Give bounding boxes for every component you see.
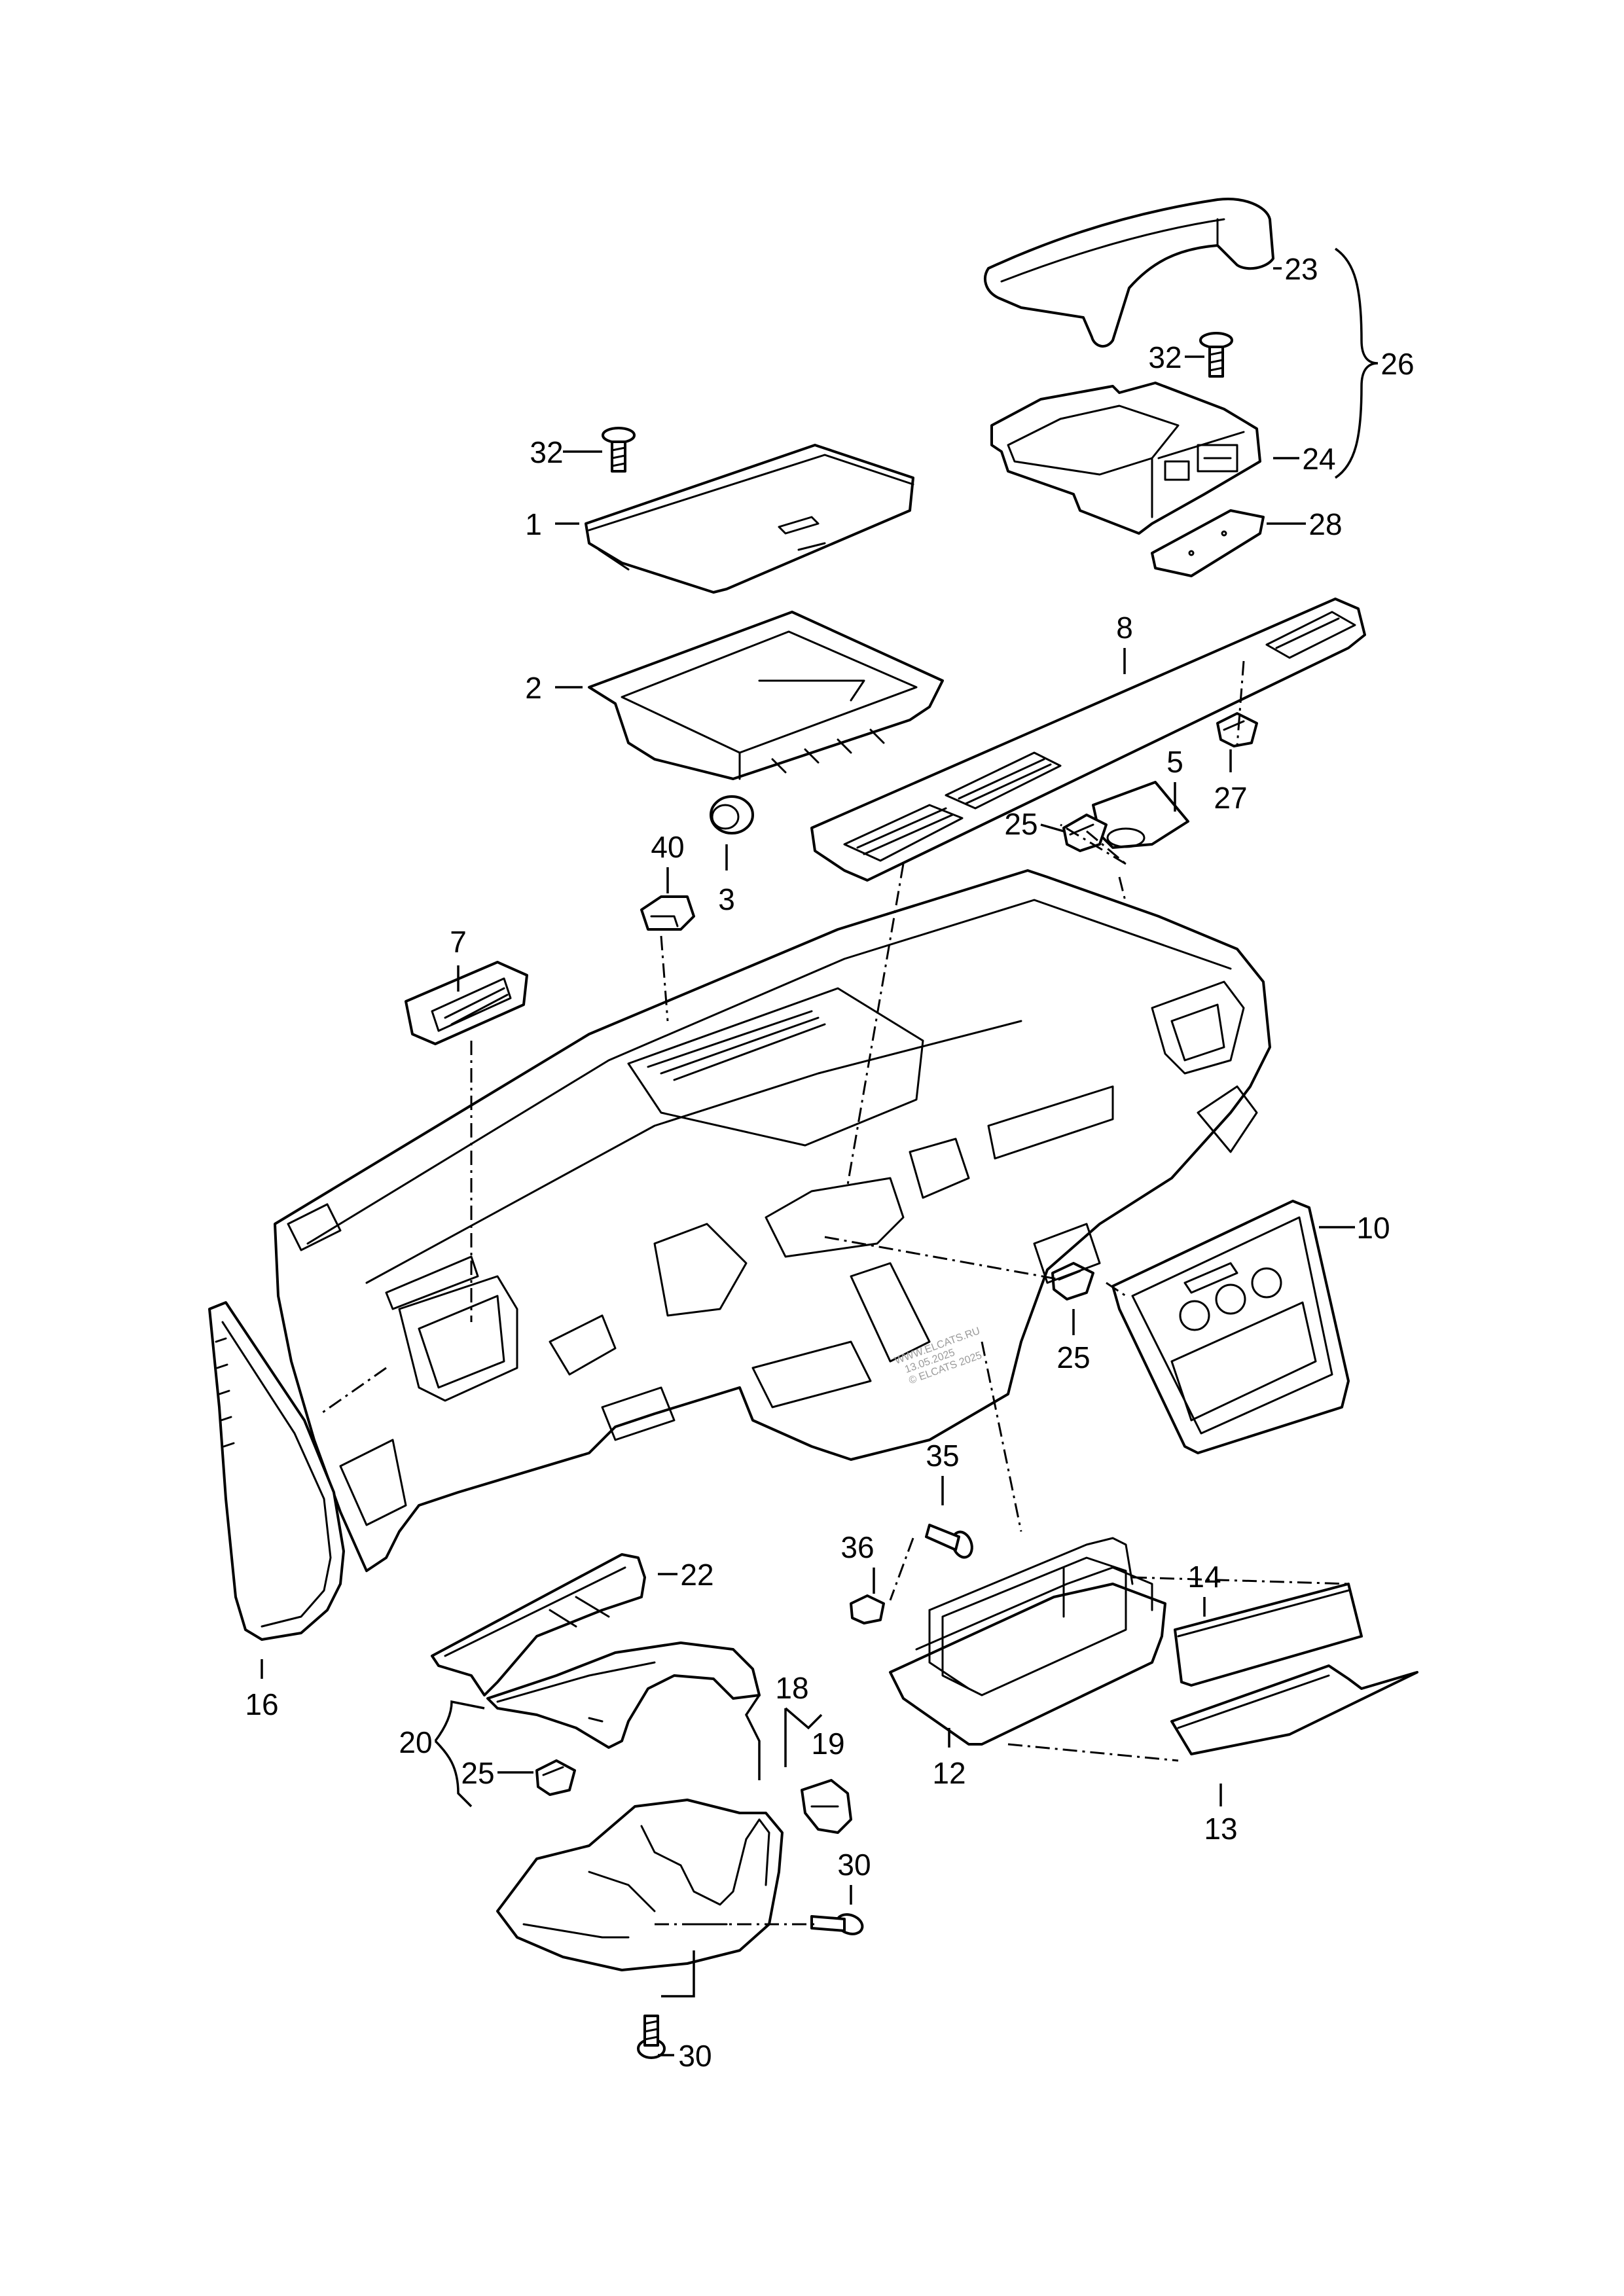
callout-36: 36	[840, 1530, 874, 1564]
callout-25-c: 25	[461, 1756, 494, 1790]
callout-32-a: 32	[530, 435, 563, 469]
callout-30-a: 30	[837, 1848, 871, 1882]
part-18-steering-shroud-lower	[496, 1799, 784, 1971]
part-25-clip-a	[1062, 814, 1108, 852]
callout-2: 2	[525, 671, 542, 705]
callout-28: 28	[1308, 507, 1342, 541]
part-19-bracket	[801, 1779, 852, 1834]
part-7-left-air-vent	[405, 961, 528, 1045]
part-12-radio-frame	[889, 1537, 1166, 1746]
callout-labels: 1 2 3 5 7 8 10 12 13 14 16 18 19 20 22 2…	[245, 252, 1414, 2073]
part-28-small-plate	[1151, 509, 1265, 577]
callout-30-b: 30	[678, 2039, 712, 2073]
callout-8: 8	[1116, 611, 1133, 645]
callout-19: 19	[811, 1727, 844, 1761]
part-10-centre-trim-panel	[1111, 1200, 1350, 1454]
part-32-screw-a	[602, 427, 636, 473]
part-40-sensor-clip	[640, 895, 695, 931]
callout-23: 23	[1284, 252, 1318, 286]
part-16-side-panel	[208, 1301, 345, 1641]
callout-16: 16	[245, 1687, 278, 1721]
callout-10: 10	[1356, 1211, 1390, 1245]
callout-40: 40	[651, 830, 684, 864]
part-27-clip	[1216, 712, 1258, 747]
part-14-display-unit	[1174, 1583, 1363, 1687]
callout-5: 5	[1166, 745, 1183, 779]
callout-14: 14	[1187, 1560, 1221, 1594]
callout-35: 35	[926, 1439, 959, 1473]
callout-12: 12	[932, 1756, 965, 1790]
callout-20: 20	[399, 1725, 432, 1759]
part-32-screw-b	[1199, 332, 1233, 378]
part-36-clip	[850, 1594, 885, 1624]
part-5-small-cover	[1092, 781, 1189, 849]
part-2-storage-box	[588, 611, 944, 780]
dashboard-main-body	[274, 869, 1271, 1572]
callout-18: 18	[775, 1671, 808, 1705]
part-35-screw	[925, 1524, 973, 1559]
part-8-dash-trim-strip	[810, 598, 1366, 882]
part-13-lower-tray	[1170, 1664, 1418, 1755]
callout-24: 24	[1302, 442, 1335, 476]
callout-22: 22	[680, 1558, 713, 1592]
part-25-clip-c	[535, 1759, 576, 1796]
callout-25-b: 25	[1056, 1340, 1090, 1374]
part-23-upper-trim-cover	[984, 198, 1274, 348]
callout-26: 26	[1380, 347, 1414, 381]
callout-13: 13	[1204, 1812, 1237, 1846]
part-30-screw-b	[637, 2015, 666, 2059]
part-24-console-tray	[990, 382, 1261, 535]
assembly-lines	[320, 660, 1349, 1926]
part-20-steering-shroud-upper	[486, 1641, 761, 1749]
part-1-storage-lid	[585, 444, 914, 594]
callout-27: 27	[1214, 781, 1247, 815]
callout-3: 3	[718, 882, 735, 916]
leader-lines	[261, 247, 1379, 2056]
part-30-screw-a	[810, 1913, 864, 1935]
callout-7: 7	[450, 925, 467, 959]
part-22-upper-column-trim	[431, 1553, 646, 1696]
part-3-round-plug	[710, 795, 754, 834]
callout-1: 1	[525, 507, 542, 541]
callout-25-a: 25	[1004, 807, 1038, 841]
callout-32-b: 32	[1148, 340, 1182, 374]
